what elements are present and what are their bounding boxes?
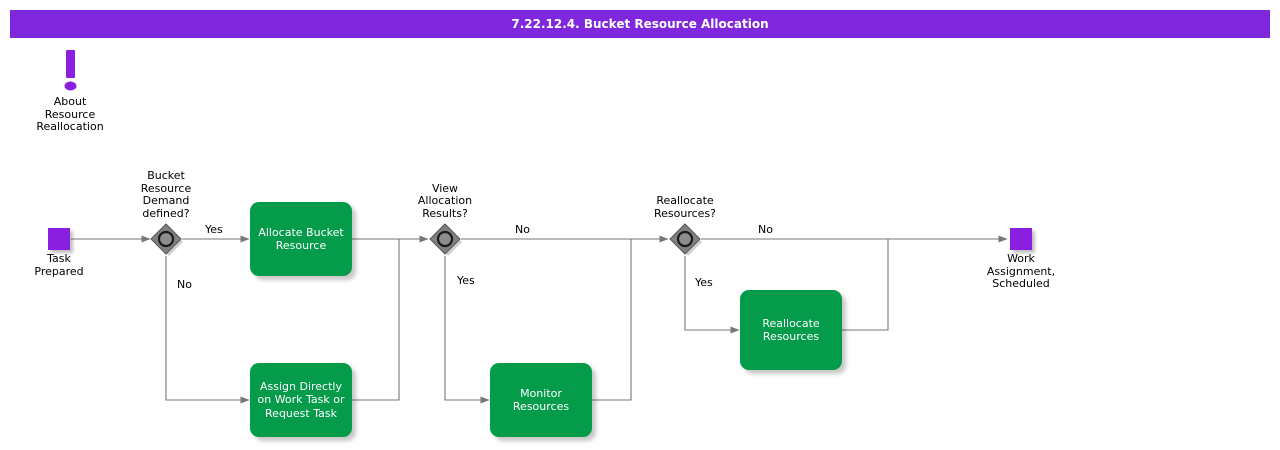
edge-label-gw1-yes: Yes	[205, 223, 223, 236]
gateway-1-label: Bucket Resource Demand defined?	[140, 169, 192, 220]
end-event-shape	[1010, 228, 1032, 250]
edge-gw1-no-to-assign	[165, 256, 250, 404]
edge-gw3-yes-to-reallocate	[684, 256, 740, 334]
note-about-resource-reallocation: About Resource Reallocation	[20, 48, 120, 134]
gateway-reallocate-resources[interactable]: Reallocate Resources?	[654, 194, 716, 256]
edge-reallocate-to-end	[841, 239, 889, 331]
task-assign-directly-on-work-task-or-request-task[interactable]: Assign Directly on Work Task or Request …	[250, 363, 352, 437]
edge-monitor-to-gw3	[591, 239, 632, 401]
exclamation-mark-icon	[64, 50, 77, 91]
edge-assign-to-gw2	[352, 239, 400, 401]
gateway-diamond-icon	[429, 223, 462, 256]
edge-label-gw1-no: No	[177, 278, 192, 291]
task-monitor-resources[interactable]: Monitor Resources	[490, 363, 592, 437]
gateway-3-label: Reallocate Resources?	[653, 194, 716, 220]
task-reallocate-resources[interactable]: Reallocate Resources	[740, 290, 842, 370]
page-title: 7.22.12.4. Bucket Resource Allocation	[10, 10, 1270, 38]
gateway-bucket-resource-demand-defined[interactable]: Bucket Resource Demand defined?	[141, 169, 191, 256]
start-event-label: Task Prepared	[34, 252, 84, 278]
gateway-diamond-icon	[669, 223, 702, 256]
gateway-view-allocation-results[interactable]: View Allocation Results?	[418, 182, 472, 256]
edge-label-gw2-no: No	[515, 223, 530, 236]
event-task-prepared[interactable]: Task Prepared	[34, 228, 84, 278]
task-allocate-bucket-resource[interactable]: Allocate Bucket Resource	[250, 202, 352, 276]
edge-label-gw2-yes: Yes	[457, 274, 475, 287]
event-work-assignment-scheduled[interactable]: Work Assignment, Scheduled	[987, 228, 1055, 291]
start-event-shape	[48, 228, 70, 250]
end-event-label: Work Assignment, Scheduled	[986, 252, 1056, 290]
gateway-2-label: View Allocation Results?	[417, 181, 473, 220]
edge-label-gw3-yes: Yes	[695, 276, 713, 289]
edge-gw2-yes-to-monitor	[444, 256, 490, 404]
edge-label-gw3-no: No	[758, 223, 773, 236]
note-label: About Resource Reallocation	[36, 95, 104, 133]
gateway-diamond-icon	[150, 223, 183, 256]
